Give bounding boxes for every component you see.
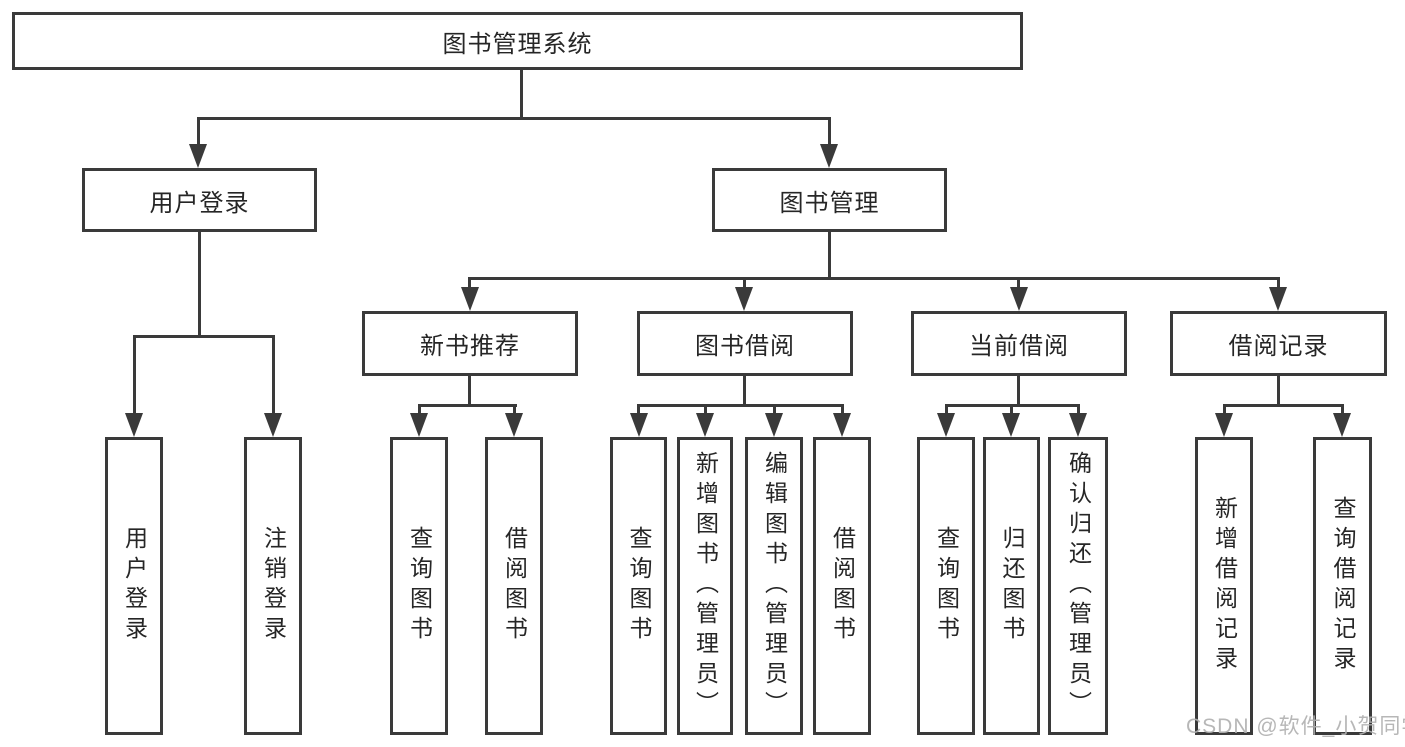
connector-line: [1223, 404, 1344, 407]
connector-line: [133, 335, 275, 338]
leaf-edit-book-admin: 编辑图书（管理员）: [745, 437, 803, 735]
node-book-borrow: 图书借阅: [637, 311, 853, 376]
connector-line: [1017, 374, 1020, 407]
leaf-query-borrow-record-label: 查询借阅记录: [1330, 496, 1356, 676]
arrowhead-icon: [696, 413, 714, 437]
arrowhead-icon: [189, 144, 207, 168]
connector-line: [637, 405, 640, 415]
leaf-query-borrow-record: 查询借阅记录: [1313, 437, 1372, 735]
node-root-label: 图书管理系统: [442, 30, 593, 58]
connector-line: [468, 374, 471, 407]
node-user-login: 用户登录: [82, 168, 317, 232]
connector-line: [1010, 405, 1013, 415]
connector-line: [272, 336, 275, 414]
arrowhead-icon: [820, 144, 838, 168]
arrowhead-icon: [1333, 413, 1351, 437]
arrowhead-icon: [1002, 413, 1020, 437]
connector-line: [468, 278, 471, 290]
connector-line: [468, 277, 1280, 280]
leaf-recommend-borrow-book-label: 借阅图书: [501, 526, 528, 646]
node-book-borrow-label: 图书借阅: [695, 333, 795, 360]
connector-line: [637, 404, 844, 407]
connector-line: [513, 405, 516, 415]
connector-line: [945, 405, 948, 415]
leaf-borrow-book: 借阅图书: [813, 437, 871, 735]
connector-line: [1077, 405, 1080, 415]
connector-line: [704, 405, 707, 415]
arrowhead-icon: [765, 413, 783, 437]
arrowhead-icon: [1010, 287, 1028, 311]
node-current-borrow-label: 当前借阅: [969, 333, 1069, 360]
leaf-logout: 注销登录: [244, 437, 302, 735]
node-root: 图书管理系统: [12, 12, 1023, 70]
leaf-add-book-admin-label: 新增图书（管理员）: [692, 451, 719, 721]
connector-line: [198, 232, 201, 338]
connector-line: [520, 70, 523, 118]
leaf-add-borrow-record: 新增借阅记录: [1195, 437, 1253, 735]
leaf-edit-book-admin-label: 编辑图书（管理员）: [761, 451, 788, 721]
node-new-book-recommend: 新书推荐: [362, 311, 578, 376]
leaf-return-book: 归还图书: [983, 437, 1040, 735]
leaf-borrow-query-book-label: 查询图书: [626, 526, 652, 646]
leaf-current-query-book: 查询图书: [917, 437, 975, 735]
leaf-confirm-return-admin: 确认归还（管理员）: [1048, 437, 1108, 735]
connector-line: [418, 404, 517, 407]
leaf-recommend-query-book-label: 查询图书: [406, 526, 433, 646]
leaf-confirm-return-admin-label: 确认归还（管理员）: [1065, 451, 1092, 721]
node-new-book-recommend-label: 新书推荐: [420, 333, 520, 360]
csdn-watermark: CSDN @软件_小贺同学: [1186, 715, 1405, 738]
connector-line: [743, 374, 746, 407]
arrowhead-icon: [1269, 287, 1287, 311]
leaf-borrow-query-book: 查询图书: [610, 437, 667, 735]
leaf-recommend-borrow-book: 借阅图书: [485, 437, 543, 735]
connector-line: [1277, 374, 1280, 407]
connector-line: [1017, 278, 1020, 290]
leaf-return-book-label: 归还图书: [999, 526, 1025, 646]
connector-line: [828, 232, 831, 280]
connector-line: [1223, 405, 1226, 415]
leaf-add-book-admin: 新增图书（管理员）: [677, 437, 733, 735]
arrowhead-icon: [1069, 413, 1087, 437]
node-book-management-label: 图书管理: [779, 189, 880, 217]
arrowhead-icon: [833, 413, 851, 437]
node-book-management: 图书管理: [712, 168, 947, 232]
leaf-borrow-book-label: 借阅图书: [829, 526, 856, 646]
leaf-recommend-query-book: 查询图书: [390, 437, 448, 735]
leaf-logout-label: 注销登录: [260, 526, 287, 646]
connector-line: [773, 405, 776, 415]
connector-line: [1277, 278, 1280, 290]
connector-line: [828, 118, 831, 146]
connector-line: [133, 336, 136, 414]
leaf-current-query-book-label: 查询图书: [933, 526, 960, 646]
connector-line: [197, 118, 200, 146]
node-borrow-records: 借阅记录: [1170, 311, 1387, 376]
leaf-add-borrow-record-label: 新增借阅记录: [1211, 496, 1238, 676]
arrowhead-icon: [505, 413, 523, 437]
connector-line: [1341, 405, 1344, 415]
arrowhead-icon: [1215, 413, 1233, 437]
arrowhead-icon: [410, 413, 428, 437]
arrowhead-icon: [937, 413, 955, 437]
leaf-user-login: 用户登录: [105, 437, 163, 735]
arrowhead-icon: [461, 287, 479, 311]
connector-line: [743, 278, 746, 290]
node-user-login-label: 用户登录: [149, 189, 250, 217]
leaf-user-login-label: 用户登录: [121, 526, 148, 646]
arrowhead-icon: [735, 287, 753, 311]
connector-line: [197, 117, 831, 120]
connector-line: [418, 405, 421, 415]
arrowhead-icon: [630, 413, 648, 437]
arrowhead-icon: [125, 413, 143, 437]
node-borrow-records-label: 借阅记录: [1228, 333, 1329, 360]
node-current-borrow: 当前借阅: [911, 311, 1127, 376]
connector-line: [841, 405, 844, 415]
arrowhead-icon: [264, 413, 282, 437]
